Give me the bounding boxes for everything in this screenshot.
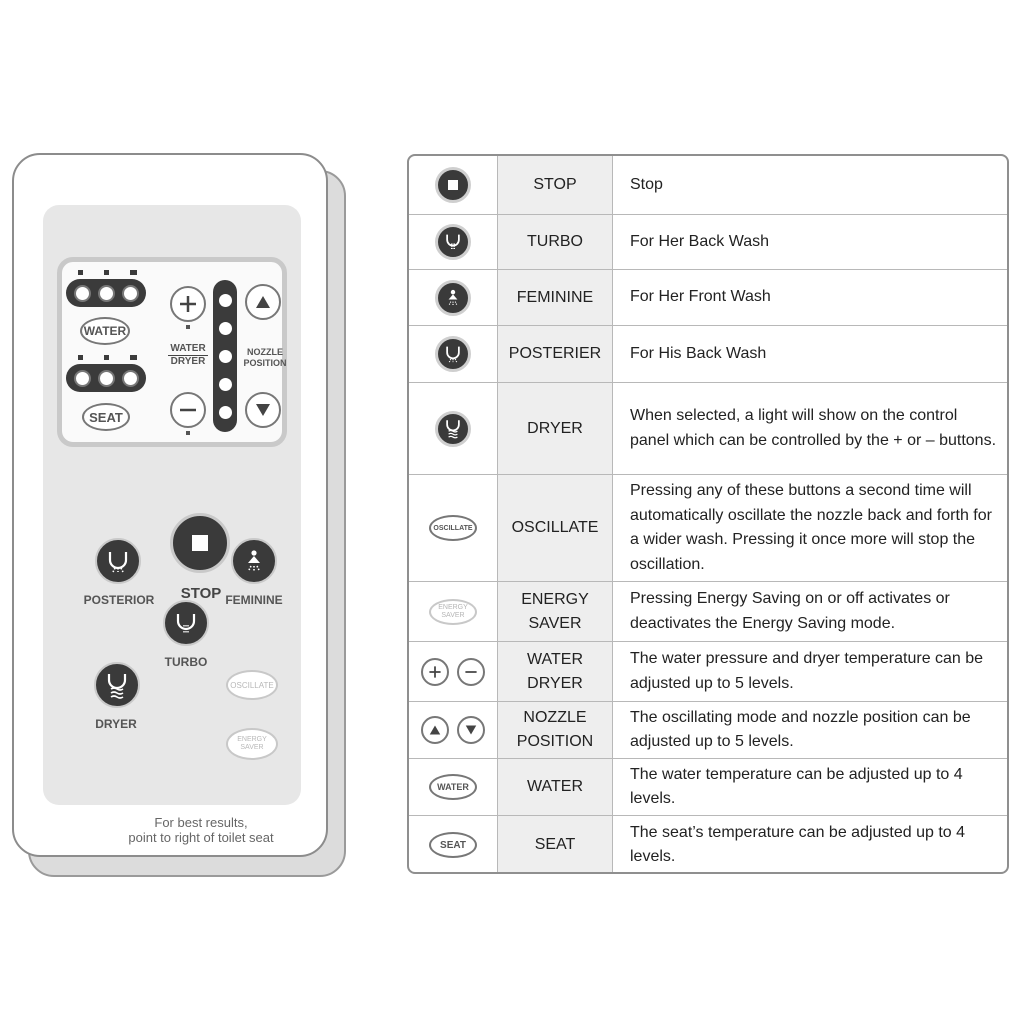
feminine-label: FEMININE: [225, 593, 283, 607]
minus-icon: [457, 657, 485, 686]
plus-icon: [180, 296, 196, 312]
button-name: SEAT: [497, 816, 613, 872]
feminine-icon: [435, 279, 471, 316]
energy-saver-button-label: ENERGY SAVER: [237, 736, 267, 751]
posterior-icon: [108, 552, 128, 573]
nozzle-position-label: NOZZLE POSITION: [243, 347, 287, 368]
seat-button[interactable]: SEAT: [82, 403, 130, 431]
button-name: STOP: [497, 156, 613, 214]
feminine-icon: [248, 550, 260, 571]
level-indicator: [78, 355, 83, 360]
button-description: The seat’s temperature can be adjusted u…: [630, 823, 966, 866]
energy-saver-icon: ENERGY SAVER: [429, 598, 477, 625]
triangle-down-icon: [457, 716, 485, 744]
minus-button[interactable]: [170, 392, 206, 428]
turbo-label: TURBO: [164, 655, 208, 669]
control-panel: WATER SEAT WATER DRYER: [57, 257, 287, 447]
tick: [186, 325, 190, 329]
stop-label: STOP: [180, 585, 222, 602]
button-description: The water pressure and dryer temperature…: [630, 650, 984, 692]
turbo-icon: [435, 224, 471, 260]
button-name: NOZZLE POSITION: [497, 702, 613, 758]
button-description: Pressing any of these buttons a second t…: [630, 482, 992, 573]
remote-face: WATER SEAT WATER DRYER: [43, 205, 301, 845]
table-row: STOP Stop: [409, 156, 1007, 215]
dryer-icon: [435, 410, 471, 447]
plus-button[interactable]: [170, 286, 206, 322]
table-row: SEAT SEAT The seat’s temperature can be …: [409, 816, 1007, 872]
table-row: NOZZLE POSITION The oscillating mode and…: [409, 702, 1007, 759]
dryer-label: DRYER: [95, 717, 137, 731]
oscillate-button-label: OSCILLATE: [230, 680, 274, 690]
button-name: DRYER: [497, 383, 613, 474]
button-description: When selected, a light will show on the …: [630, 407, 997, 449]
water-button[interactable]: WATER: [80, 317, 130, 345]
level-indicator: [104, 355, 109, 360]
button-description: For Her Front Wash: [630, 288, 771, 306]
level-indicator: [104, 270, 109, 275]
seat-level-bar: [66, 364, 146, 392]
level-indicator: [78, 270, 83, 275]
button-description: The oscillating mode and nozzle position…: [630, 708, 971, 751]
button-name: TURBO: [497, 215, 613, 269]
minus-icon: [180, 408, 196, 412]
tick: [186, 431, 190, 435]
stop-icon: [192, 535, 208, 551]
table-row: TURBO For Her Back Wash: [409, 215, 1007, 270]
table-row: POSTERIER For His Back Wash: [409, 326, 1007, 383]
table-row: FEMININE For Her Front Wash: [409, 270, 1007, 326]
seat-icon: SEAT: [429, 832, 477, 858]
plus-icon: [421, 657, 449, 686]
button-description: For Her Back Wash: [630, 232, 769, 250]
stop-button[interactable]: [170, 513, 230, 573]
button-description: For His Back Wash: [630, 344, 767, 362]
table-row: OSCILLATE OSCILLATE Pressing any of thes…: [409, 475, 1007, 582]
seat-button-label: SEAT: [89, 409, 123, 425]
button-name: ENERGY SAVER: [497, 582, 613, 641]
button-name: WATER: [497, 759, 613, 815]
level-indicator: [130, 355, 137, 360]
remote-control: WATER SEAT WATER DRYER: [12, 153, 328, 857]
triangle-up-icon: [421, 716, 449, 744]
turbo-button[interactable]: [163, 600, 209, 646]
table-row: WATER WATER The water temperature can be…: [409, 759, 1007, 816]
button-name: OSCILLATE: [497, 475, 613, 581]
water-icon: WATER: [429, 774, 477, 800]
button-description: The water temperature can be adjusted up…: [630, 765, 963, 808]
dryer-button[interactable]: [94, 662, 140, 708]
dryer-icon: [107, 674, 127, 699]
oscillate-icon: OSCILLATE: [429, 515, 477, 541]
oscillate-button[interactable]: OSCILLATE: [226, 670, 278, 700]
triangle-down-icon: [256, 404, 270, 416]
nozzle-up-button[interactable]: [245, 284, 281, 320]
posterior-button[interactable]: [95, 538, 141, 584]
water-level-bar: [66, 279, 146, 307]
turbo-icon: [176, 614, 196, 634]
table-row: WATER DRYER The water pressure and dryer…: [409, 642, 1007, 702]
energy-saver-button[interactable]: ENERGY SAVER: [226, 728, 278, 760]
posterior-icon: [435, 336, 471, 372]
posterior-label: POSTERIOR: [83, 593, 155, 607]
button-description: Stop: [630, 175, 663, 193]
button-legend-table: STOP Stop TURBO For Her Back Wash FEMINI…: [407, 154, 1009, 874]
table-row: ENERGY SAVER ENERGY SAVER Pressing Energ…: [409, 582, 1007, 642]
button-name: FEMININE: [497, 270, 613, 325]
level-indicator: [130, 270, 137, 275]
button-name: WATER DRYER: [497, 642, 613, 701]
table-row: DRYER When selected, a light will show o…: [409, 383, 1007, 475]
feminine-button[interactable]: [231, 538, 277, 584]
water-dryer-label: WATER DRYER: [160, 343, 216, 368]
level-bar: [213, 280, 237, 432]
nozzle-down-button[interactable]: [245, 392, 281, 428]
button-name: POSTERIER: [497, 326, 613, 382]
stop-icon: [435, 167, 471, 203]
usage-hint: For best results, point to right of toil…: [128, 815, 274, 845]
water-button-label: WATER: [83, 324, 127, 338]
triangle-up-icon: [256, 296, 270, 308]
button-description: Pressing Energy Saving on or off activat…: [630, 590, 950, 632]
